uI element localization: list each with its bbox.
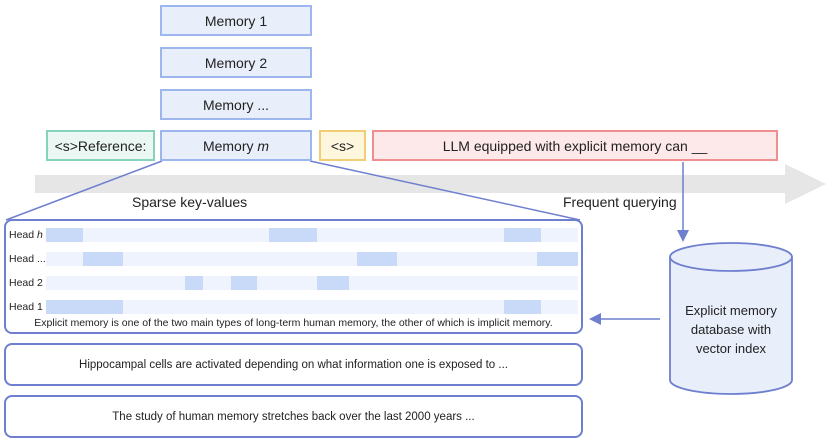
key-value-segment — [536, 252, 578, 266]
memory-1-label: Memory 1 — [204, 12, 268, 29]
llm-prompt-label: LLM equipped with explicit memory can __ — [442, 137, 708, 154]
memory-1-box: Memory 1 — [160, 5, 312, 36]
text-box-hippocampal-label: Hippocampal cells are activated dependin… — [79, 358, 508, 371]
key-value-segment — [46, 300, 124, 314]
reference-box: <s>Reference: — [46, 130, 155, 161]
key-value-segment — [317, 276, 350, 290]
database-line-2: database with — [690, 322, 772, 337]
database-line-3: vector index — [695, 341, 767, 356]
flow-arrow — [35, 164, 826, 204]
text-box-study: The study of human memory stretches back… — [4, 395, 583, 438]
llm-prompt-box: LLM equipped with explicit memory can __ — [372, 130, 778, 161]
key-value-segment — [46, 228, 84, 242]
memory-2-label: Memory 2 — [204, 54, 268, 71]
memory-m-box: Memory m — [160, 130, 312, 161]
head-track — [46, 300, 578, 314]
zoom-line-right — [309, 160, 581, 221]
database-line-1: Explicit memory — [685, 303, 777, 318]
key-value-segment — [503, 300, 541, 314]
key-value-segment — [357, 252, 398, 266]
sparse-kv-panel: Head h Head ... Head 2 Head 1 Explicit memo… — [4, 219, 583, 334]
head-label: Head ... — [9, 253, 46, 265]
sparse-key-values-label: Sparse key-values — [132, 194, 248, 210]
key-value-segment — [185, 276, 204, 290]
key-value-segment — [231, 276, 258, 290]
frequent-querying-label: Frequent querying — [563, 194, 677, 210]
reference-label: <s>Reference: — [54, 137, 147, 154]
memory-2-box: Memory 2 — [160, 47, 312, 78]
key-value-segment — [83, 252, 124, 266]
head-track — [46, 252, 578, 266]
key-value-segment — [269, 228, 318, 242]
memory-ellipsis-box: Memory ... — [160, 89, 312, 120]
zoom-line-left — [5, 160, 163, 221]
s-token-box: <s> — [319, 130, 366, 161]
text-box-study-label: The study of human memory stretches back… — [112, 410, 475, 423]
key-value-segment — [503, 228, 541, 242]
memory-m-label: Memory m — [202, 137, 270, 154]
head-label: Head 2 — [9, 277, 43, 289]
database-label: Explicit memory database with vector ind… — [670, 301, 792, 358]
head-track — [46, 228, 578, 242]
database-cylinder-icon — [669, 242, 793, 395]
memory-sentence: Explicit memory is one of the two main t… — [34, 317, 553, 329]
text-box-hippocampal: Hippocampal cells are activated dependin… — [4, 343, 583, 386]
memory-ellipsis-label: Memory ... — [202, 96, 270, 113]
head-track — [46, 276, 578, 290]
head-label: Head h — [9, 229, 43, 241]
head-label: Head 1 — [9, 301, 43, 313]
s-token-label: <s> — [330, 137, 355, 154]
